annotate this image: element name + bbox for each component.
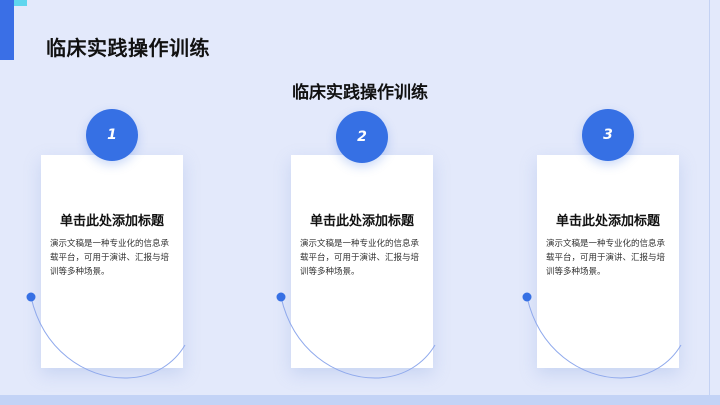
card-title[interactable]: 单击此处添加标题 <box>59 214 164 229</box>
section-title: 临床实践操作训练 <box>292 83 428 103</box>
card-3[interactable]: 单击此处添加标题 演示文稿是一种专业化的信息承载平台，可用于演讲、汇报与培训等多… <box>537 155 679 368</box>
card-title[interactable]: 单击此处添加标题 <box>309 214 414 229</box>
right-divider <box>709 0 710 405</box>
card-1[interactable]: 单击此处添加标题 演示文稿是一种专业化的信息承载平台，可用于演讲、汇报与培训等多… <box>41 155 183 368</box>
accent-corner <box>14 0 27 6</box>
card-title[interactable]: 单击此处添加标题 <box>555 214 660 229</box>
step-badge-3: 3 <box>582 109 634 161</box>
bottom-band <box>0 395 720 405</box>
card-text[interactable]: 演示文稿是一种专业化的信息承载平台，可用于演讲、汇报与培训等多种场景。 <box>546 239 666 277</box>
step-badge-2: 2 <box>336 111 388 163</box>
step-badge-1: 1 <box>86 109 138 161</box>
card-text[interactable]: 演示文稿是一种专业化的信息承载平台，可用于演讲、汇报与培训等多种场景。 <box>300 239 420 277</box>
page-title: 临床实践操作训练 <box>46 36 210 60</box>
accent-bar <box>0 0 14 60</box>
card-text[interactable]: 演示文稿是一种专业化的信息承载平台，可用于演讲、汇报与培训等多种场景。 <box>50 239 170 277</box>
card-2[interactable]: 单击此处添加标题 演示文稿是一种专业化的信息承载平台，可用于演讲、汇报与培训等多… <box>291 155 433 368</box>
